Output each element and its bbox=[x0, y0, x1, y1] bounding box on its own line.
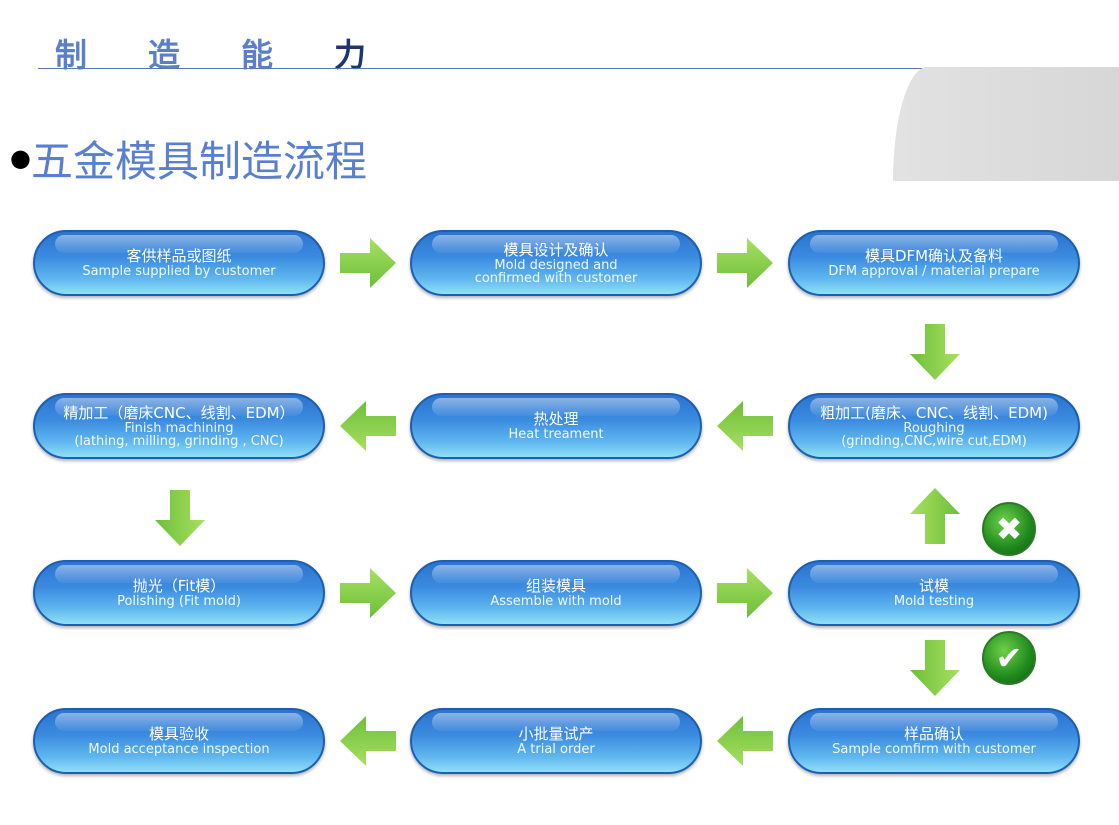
step-title-cn: 试模 bbox=[918, 577, 949, 595]
step-title-en: Mold testing bbox=[893, 594, 975, 609]
step-title-en: Polishing (Fit mold) bbox=[117, 594, 241, 609]
arrow-down-icon bbox=[910, 640, 960, 696]
arrow-left-icon bbox=[717, 401, 773, 451]
header-divider bbox=[38, 68, 1119, 69]
subtitle: ●五金模具制造流程 bbox=[10, 128, 367, 189]
bullet-icon: ● bbox=[10, 144, 31, 172]
step-title-cn: 客供样品或图纸 bbox=[126, 247, 232, 265]
arrow-right-icon bbox=[340, 238, 396, 288]
decorative-panel bbox=[893, 67, 1119, 181]
arrow-left-icon bbox=[340, 716, 396, 766]
arrow-down-icon bbox=[910, 324, 960, 380]
step-title-en: Heat treament bbox=[508, 427, 604, 442]
step-title-en: Finish machining bbox=[124, 420, 234, 436]
arrow-right-icon bbox=[717, 238, 773, 288]
fail-x-icon: ✖ bbox=[982, 502, 1036, 556]
arrow-left-icon bbox=[340, 401, 396, 451]
step-title-en: confirmed with customer bbox=[474, 270, 638, 286]
step-title-cn: 精加工（磨床CNC、线割、EDM） bbox=[63, 403, 295, 422]
step-title-en: Mold acceptance inspection bbox=[88, 742, 270, 757]
arrow-down-icon bbox=[155, 490, 205, 546]
header-char: 制 bbox=[55, 36, 88, 74]
step-title-cn: 样品确认 bbox=[903, 725, 964, 743]
step-title-en: Mold designed and bbox=[494, 257, 618, 273]
step-title-en: A trial order bbox=[517, 742, 595, 757]
step-title-cn: 模具设计及确认 bbox=[503, 240, 609, 259]
step-title-en: Assemble with mold bbox=[490, 594, 622, 609]
step-title-en: Sample comfirm with customer bbox=[832, 742, 1036, 757]
process-step: 粗加工(磨床、CNC、线割、EDM)Roughing(grinding,CNC,… bbox=[788, 393, 1080, 459]
arrow-up-icon bbox=[910, 488, 960, 544]
step-title-cn: 模具DFM确认及备料 bbox=[864, 247, 1004, 265]
step-title-cn: 热处理 bbox=[533, 410, 579, 428]
process-step: 抛光（Fit模）Polishing (Fit mold) bbox=[33, 560, 325, 626]
step-title-cn: 小批量试产 bbox=[518, 725, 594, 743]
pass-check-icon: ✔ bbox=[982, 631, 1036, 685]
step-title-cn: 模具验收 bbox=[148, 725, 209, 743]
arrow-left-icon bbox=[717, 716, 773, 766]
section-header: 制造能力 bbox=[55, 30, 427, 76]
arrow-right-icon bbox=[717, 568, 773, 618]
subtitle-text: 五金模具制造流程 bbox=[30, 137, 367, 186]
step-title-en: (lathing, milling, grinding , CNC) bbox=[74, 433, 284, 449]
header-char: 力 bbox=[334, 36, 367, 74]
step-title-en: DFM approval / material prepare bbox=[828, 264, 1040, 279]
header-char: 能 bbox=[241, 36, 274, 74]
step-title-en: (grinding,CNC,wire cut,EDM) bbox=[841, 433, 1027, 449]
arrow-right-icon bbox=[340, 568, 396, 618]
step-title-cn: 组装模具 bbox=[525, 577, 586, 595]
step-title-cn: 粗加工(磨床、CNC、线割、EDM) bbox=[820, 403, 1048, 422]
step-title-cn: 抛光（Fit模） bbox=[132, 577, 226, 595]
step-title-en: Roughing bbox=[903, 420, 965, 436]
header-char: 造 bbox=[148, 36, 181, 74]
step-title-en: Sample supplied by customer bbox=[82, 264, 276, 279]
process-step: 精加工（磨床CNC、线割、EDM）Finish machining(lathin… bbox=[33, 393, 325, 459]
